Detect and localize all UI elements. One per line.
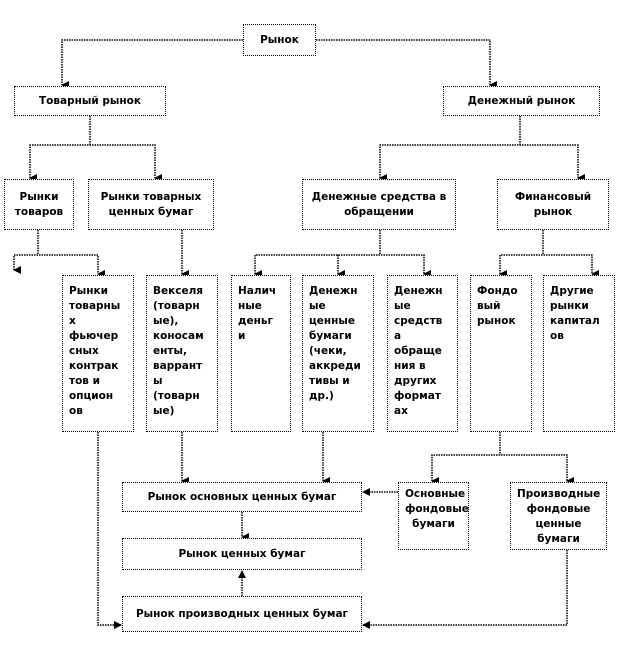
node-cash: Налич ные деньг и: [231, 275, 291, 432]
node-futures-options: Рынки товарны х фьючер сных контрак тов …: [62, 275, 134, 432]
node-financial-market: Финансовый рынок: [497, 179, 609, 230]
node-money-in-circulation: Денежные средства в обращении: [302, 179, 456, 230]
node-commodity-securities-markets: Рынки товарных ценных бумаг: [88, 179, 214, 230]
node-primary-securities-market: Рынок основных ценных бумаг: [122, 482, 362, 512]
node-derivative-stock-papers: Производные фондовые ценные бумаги: [510, 482, 607, 550]
node-derivative-securities-market: Рынок производных ценных бумаг: [122, 596, 362, 632]
node-goods-market: Товарный рынок: [14, 86, 166, 116]
node-securities-market: Рынок ценных бумаг: [122, 538, 362, 570]
node-primary-stock-papers: Основные фондовые бумаги: [398, 482, 469, 550]
node-money-market: Денежный рынок: [443, 86, 600, 116]
node-market: Рынок: [243, 24, 316, 56]
node-stock-market: Фондо вый рынок: [470, 275, 532, 432]
node-money-other-forms: Денежн ые средств а обраще ния в других …: [387, 275, 458, 432]
node-money-securities: Денежн ые ценные бумаги (чеки, аккреди т…: [302, 275, 374, 432]
node-bills: Векселя (товарн ые), коносам енты, варра…: [146, 275, 218, 432]
node-goods-markets: Рынки товаров: [4, 179, 74, 230]
node-other-capital-markets: Другие рынки капитал ов: [543, 275, 615, 432]
